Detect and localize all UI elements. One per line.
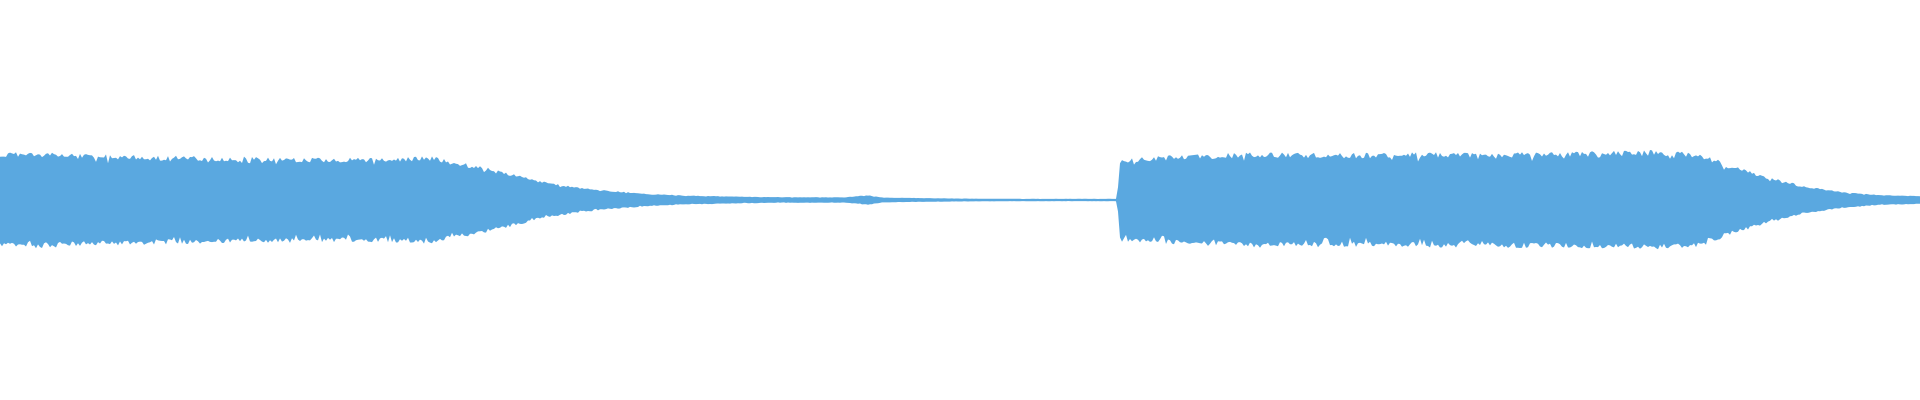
waveform-shape — [0, 150, 1920, 250]
